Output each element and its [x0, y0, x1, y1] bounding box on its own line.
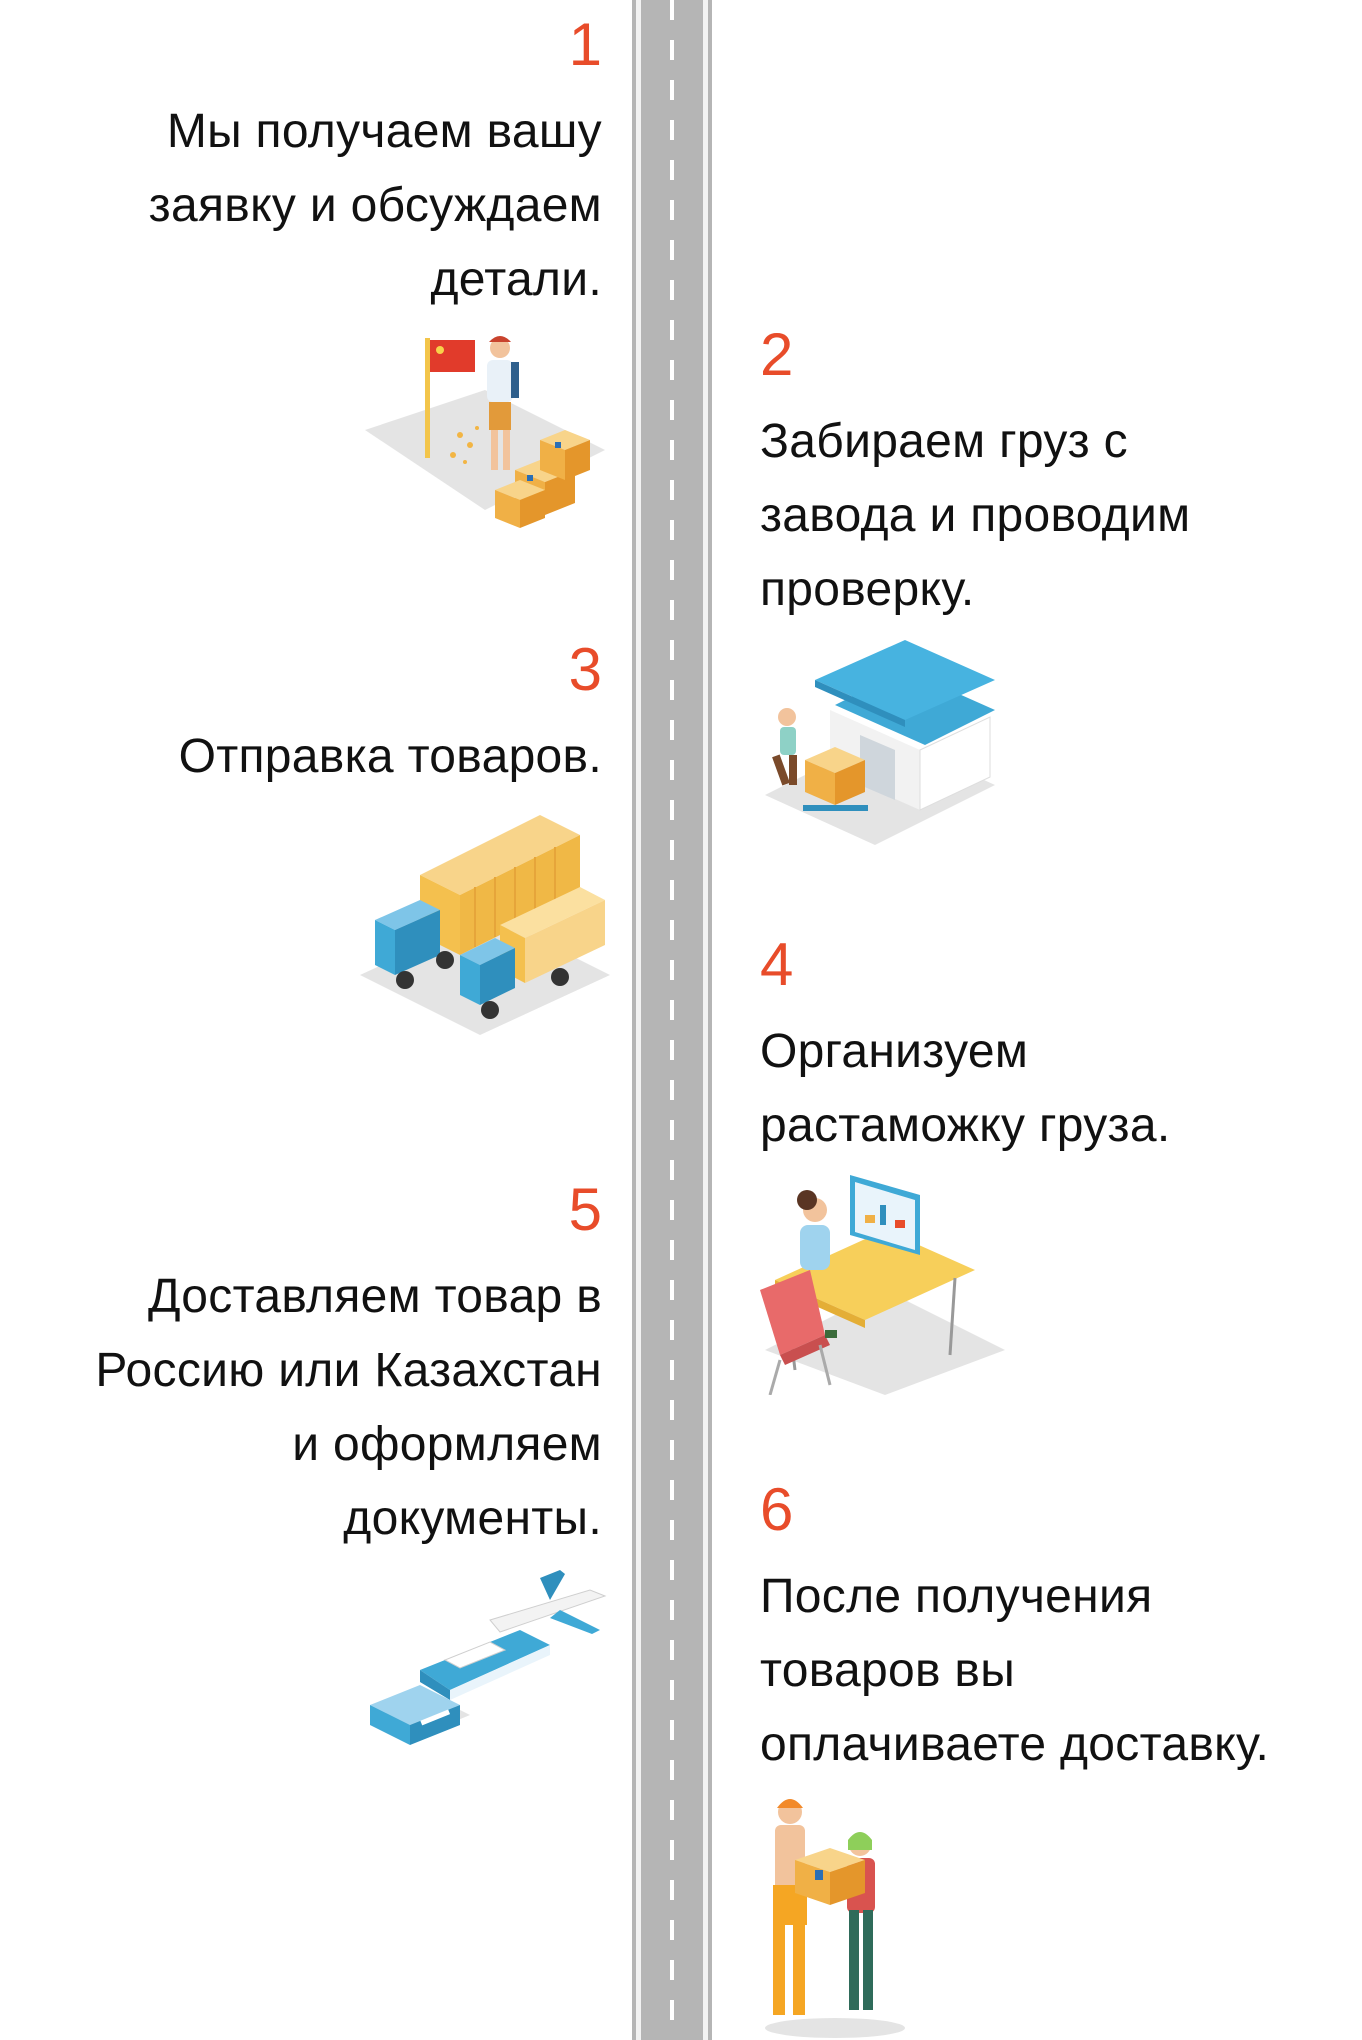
step-number: 3 — [568, 636, 602, 703]
package-handover-illustration — [765, 1799, 905, 2038]
road-center-line — [670, 0, 674, 2040]
step-5: 5 Доставляем товар в Россию или Казахста… — [95, 1180, 602, 1556]
step-number: 4 — [760, 931, 794, 998]
step-3: 3 Отправка товаров. — [179, 640, 602, 794]
step-number: 1 — [568, 11, 602, 78]
step-description: Мы получаем вашу заявку и обсуждаем дета… — [148, 105, 602, 306]
step-number: 6 — [760, 1476, 794, 1543]
step-6: 6 После получения товаров вы оплачиваете… — [760, 1480, 1269, 1782]
step-description: Отправка товаров. — [178, 730, 602, 783]
person-with-flag-and-boxes-illustration — [365, 336, 605, 528]
step-number: 2 — [760, 321, 794, 388]
road-edge-right — [703, 0, 708, 2040]
step-number: 5 — [568, 1176, 602, 1243]
step-2: 2 Забираем груз с завода и проводим пров… — [760, 325, 1190, 627]
road-timeline — [632, 0, 712, 2040]
customs-office-worker-illustration — [760, 1175, 1005, 1395]
train-ship-plane-illustration — [370, 1570, 607, 1745]
step-description: Доставляем товар в Россию или Казахстан … — [95, 1270, 602, 1545]
step-1: 1 Мы получаем вашу заявку и обсуждаем де… — [149, 15, 602, 317]
warehouse-with-worker-illustration — [765, 640, 995, 845]
step-description: Организуем растаможку груза. — [760, 1025, 1171, 1152]
delivery-trucks-illustration — [360, 815, 610, 1035]
step-4: 4 Организуем растаможку груза. — [760, 935, 1170, 1163]
step-description: После получения товаров вы оплачиваете д… — [760, 1570, 1270, 1771]
step-description: Забираем груз с завода и проводим провер… — [760, 415, 1191, 616]
road-edge-left — [636, 0, 641, 2040]
